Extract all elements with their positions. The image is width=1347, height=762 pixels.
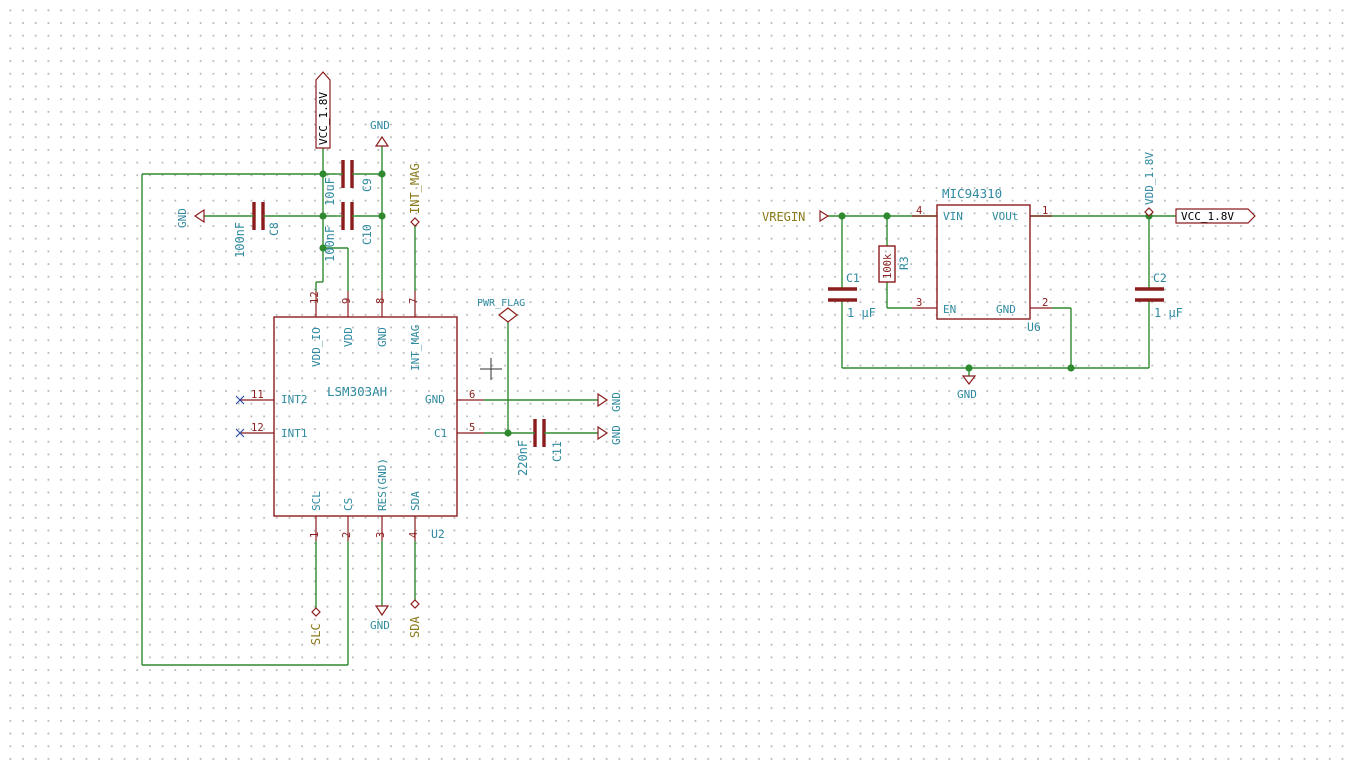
u2-pin-num-gnd-right: 6	[469, 389, 475, 401]
svg-text:C2: C2	[1153, 271, 1167, 285]
wires-right	[828, 215, 1176, 376]
gnd-symbol-right[interactable]: GND	[957, 375, 977, 401]
svg-text:GND: GND	[610, 425, 623, 445]
u2-value: LSM303AH	[327, 384, 387, 399]
u2-pin-cs: CS	[342, 498, 355, 511]
u2-pin-num-cs: 2	[341, 532, 353, 538]
u6-pin-vout: VOUt	[992, 210, 1019, 223]
net-label-vregin[interactable]: VREGIN	[762, 209, 830, 224]
u6-pin-gnd: GND	[996, 303, 1016, 316]
u2-pin-num-res: 3	[375, 532, 387, 538]
u6-pin-num-vout: 1	[1042, 205, 1048, 217]
u2-pin-gnd-top: GND	[376, 327, 389, 347]
capacitor-c11[interactable]: C11 220nF	[516, 419, 564, 476]
u2-pin-num-vdd-io: 12	[309, 291, 321, 304]
gnd-symbol-res[interactable]: GND	[370, 605, 390, 632]
u6-pin-en: EN	[943, 303, 956, 316]
svg-text:C9: C9	[360, 178, 374, 192]
svg-text:C10: C10	[360, 224, 374, 245]
svg-text:100nF: 100nF	[233, 222, 247, 258]
svg-text:VREGIN: VREGIN	[762, 210, 805, 224]
u2-pin-scl: SCL	[310, 491, 323, 511]
svg-text:GND: GND	[370, 119, 390, 132]
u2-pin-int-mag: INT_MAG	[409, 325, 422, 371]
vcc-1v8-label-right[interactable]: VCC_1.8V	[1175, 208, 1256, 224]
u2-pin-num-vdd: 9	[341, 298, 353, 304]
capacitor-c8[interactable]: C8 100nF	[233, 202, 281, 258]
u2-pin-res: RES(GND)	[376, 458, 389, 511]
capacitor-c2[interactable]: C2 1 µF	[1135, 271, 1183, 320]
no-connect-int1	[235, 428, 245, 438]
junctions-right	[838, 212, 1153, 372]
u6-ref: U6	[1027, 320, 1041, 334]
svg-text:VCC_1.8V: VCC_1.8V	[317, 92, 330, 145]
u2-pin-gnd-right: GND	[425, 393, 445, 406]
svg-text:1 µF: 1 µF	[1154, 306, 1183, 320]
svg-text:100k: 100k	[882, 253, 894, 279]
u2-pin-num-sda: 4	[408, 532, 420, 538]
wires-left	[141, 146, 598, 666]
pwr-flag[interactable]: PWR_FLAG	[477, 298, 525, 323]
svg-text:GND: GND	[957, 388, 977, 401]
svg-text:PWR_FLAG: PWR_FLAG	[477, 298, 525, 309]
u2-pin-num-int1: 12	[251, 422, 264, 434]
svg-text:GND: GND	[370, 619, 390, 632]
u2-pin-int2: INT2	[281, 393, 308, 406]
u2-ref: U2	[431, 527, 445, 541]
u2-pin-int1: INT1	[281, 427, 308, 440]
net-label-sda[interactable]: SDA	[408, 599, 422, 638]
no-connect-int2	[235, 395, 245, 405]
u6-pin-num-vin: 4	[916, 205, 922, 217]
u2-pin-num-c1: 5	[469, 422, 475, 434]
gnd-symbol-c8[interactable]: GND	[176, 208, 205, 228]
net-label-slc[interactable]: SLC	[309, 607, 323, 645]
svg-text:220nF: 220nF	[516, 440, 530, 476]
vdd-1v8-power[interactable]: VDD_1.8V	[1143, 152, 1156, 217]
svg-text:SLC: SLC	[309, 623, 323, 645]
u6-pin-vin: VIN	[943, 210, 963, 223]
svg-text:C11: C11	[550, 441, 564, 462]
gnd-symbol-u2-right[interactable]: GND	[597, 392, 623, 412]
u2-pin-num-int2: 11	[251, 389, 264, 401]
u2-pin-num-gnd-top: 8	[375, 298, 387, 304]
cursor-crosshair	[480, 358, 502, 380]
junctions-left	[319, 170, 512, 437]
svg-text:100nF: 100nF	[323, 226, 337, 262]
svg-text:10uF: 10uF	[323, 177, 337, 206]
svg-text:SDA: SDA	[408, 616, 422, 638]
u2-pin-vdd-io: VDD_IO	[310, 327, 323, 367]
svg-text:GND: GND	[176, 208, 189, 228]
net-label-int-mag[interactable]: INT_MAG	[408, 163, 422, 227]
gnd-symbol-c11[interactable]: GND	[597, 425, 623, 445]
svg-text:VCC_1.8V: VCC_1.8V	[1181, 210, 1234, 223]
svg-text:INT_MAG: INT_MAG	[408, 163, 422, 214]
u2-lsm303ah[interactable]: 12 9 8 7 11 12 6 5 1 2 3 4 VDD_IO VDD GN…	[240, 291, 484, 541]
svg-text:R3: R3	[897, 256, 911, 270]
u2-pin-num-int-mag: 7	[408, 298, 420, 304]
gnd-symbol-top[interactable]: GND	[370, 119, 390, 147]
svg-text:GND: GND	[610, 392, 623, 412]
u6-pin-num-en: 3	[916, 297, 922, 309]
u2-pin-vdd: VDD	[342, 327, 355, 347]
u6-mic94310[interactable]: 4 3 1 2 VIN EN VOUt GND MIC94310 U6	[912, 186, 1052, 334]
u2-pin-sda: SDA	[409, 491, 422, 511]
svg-text:1 µF: 1 µF	[847, 306, 876, 320]
u2-pin-num-scl: 1	[309, 532, 321, 538]
u2-body[interactable]	[273, 316, 458, 517]
u2-pin-c1: C1	[434, 427, 447, 440]
resistor-r3[interactable]: 100k R3	[878, 245, 911, 283]
u6-value: MIC94310	[942, 186, 1002, 201]
vcc-1v8-label-left[interactable]: VCC_1.8V	[315, 71, 331, 149]
svg-text:VDD_1.8V: VDD_1.8V	[1143, 152, 1156, 205]
svg-text:C8: C8	[267, 222, 281, 236]
svg-text:C1: C1	[846, 271, 860, 285]
u6-pin-num-gnd: 2	[1042, 297, 1048, 309]
capacitor-c10[interactable]: C10 100nF	[323, 202, 374, 262]
u6-body[interactable]	[936, 204, 1031, 320]
capacitor-c9[interactable]: C9 10uF	[323, 160, 374, 206]
capacitor-c1[interactable]: C1 1 µF	[828, 271, 876, 320]
